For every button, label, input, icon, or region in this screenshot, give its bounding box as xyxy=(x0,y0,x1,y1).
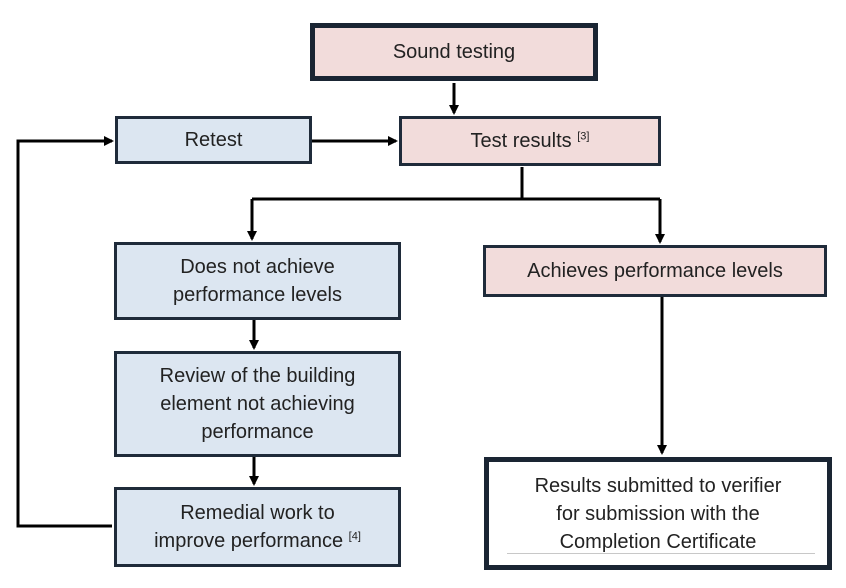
node-does-not-achieve-line-2: performance levels xyxy=(173,284,342,306)
node-review: Review of the building element not achie… xyxy=(114,351,401,457)
node-achieves: Achieves performance levels xyxy=(483,245,827,297)
node-test-results-text: Test results [3] xyxy=(471,127,590,155)
node-does-not-achieve-line-1: Does not achieve xyxy=(180,256,335,278)
remedial-reference: [4] xyxy=(348,530,361,543)
node-remedial-work: Remedial work to improve performance [4] xyxy=(114,487,401,567)
divider xyxy=(507,553,815,554)
node-achieves-label: Achieves performance levels xyxy=(527,260,783,282)
node-sound-testing-label: Sound testing xyxy=(392,41,516,63)
node-test-results: Test results [3] xyxy=(399,116,661,166)
node-remedial-line-1: Remedial work to xyxy=(180,502,335,524)
node-review-text: Review of the building element not achie… xyxy=(160,362,356,446)
node-submitted-line-2: for submission with the xyxy=(556,502,760,525)
node-results-submitted: Results submitted to verifier for submis… xyxy=(484,457,832,570)
node-review-line-1: Review of the building xyxy=(159,365,356,387)
node-sound-testing: Sound testing xyxy=(310,23,598,81)
node-test-results-label: Test results xyxy=(470,130,572,152)
node-review-line-3: performance xyxy=(201,421,314,443)
node-submitted-line-1: Results submitted to verifier xyxy=(534,474,782,497)
node-does-not-achieve-text: Does not achieve performance levels xyxy=(173,253,342,309)
node-remedial-text: Remedial work to improve performance [4] xyxy=(154,499,361,555)
node-retest-label: Retest xyxy=(184,129,243,151)
node-retest: Retest xyxy=(115,116,312,164)
node-does-not-achieve: Does not achieve performance levels xyxy=(114,242,401,320)
node-review-line-2: element not achieving xyxy=(160,393,355,415)
test-results-reference: [3] xyxy=(577,130,590,143)
arrow-remedial-to-retest xyxy=(16,136,114,528)
node-submitted-line-3: Completion Certificate xyxy=(559,530,757,553)
node-remedial-line-2: improve performance xyxy=(154,530,344,552)
node-submitted-text: Results submitted to verifier for submis… xyxy=(535,472,782,556)
